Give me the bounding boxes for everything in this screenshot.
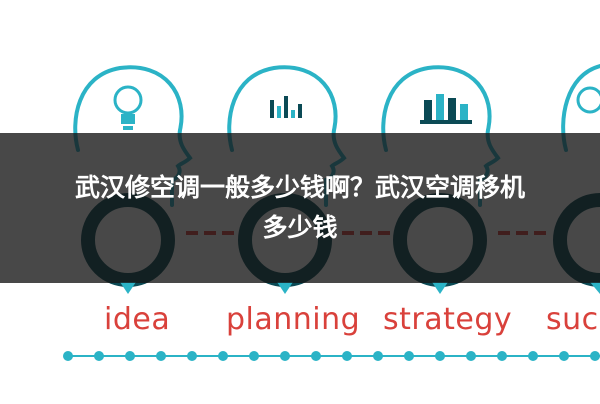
head-profile-icon: [576, 86, 600, 114]
dotted-timeline: [63, 351, 600, 361]
lightbulb-icon: [113, 85, 143, 130]
article-title-line-1: 武汉修空调一般多少钱啊？武汉空调移机: [74, 173, 525, 202]
article-title-line-2: 多少钱: [262, 213, 338, 242]
step-label-success: succ: [546, 302, 600, 337]
chess-pieces-icon: [420, 94, 472, 124]
title-overlay-band: [0, 133, 600, 283]
article-title[interactable]: 武汉修空调一般多少钱啊？武汉空调移机 多少钱: [0, 168, 600, 248]
step-label-strategy: strategy: [383, 302, 513, 337]
step-label-idea: idea: [104, 302, 171, 337]
step-label-planning: planning: [226, 302, 361, 337]
bar-chart-icon: [270, 96, 302, 118]
